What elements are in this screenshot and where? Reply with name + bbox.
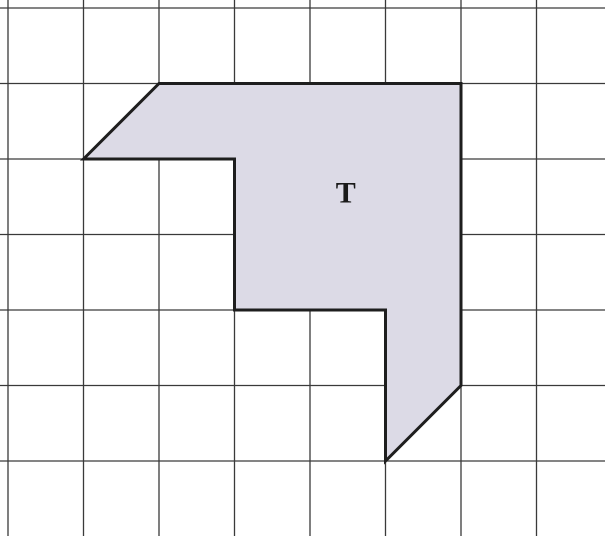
shape-t-polygon <box>79 82 463 465</box>
shape-label: T <box>336 176 356 209</box>
